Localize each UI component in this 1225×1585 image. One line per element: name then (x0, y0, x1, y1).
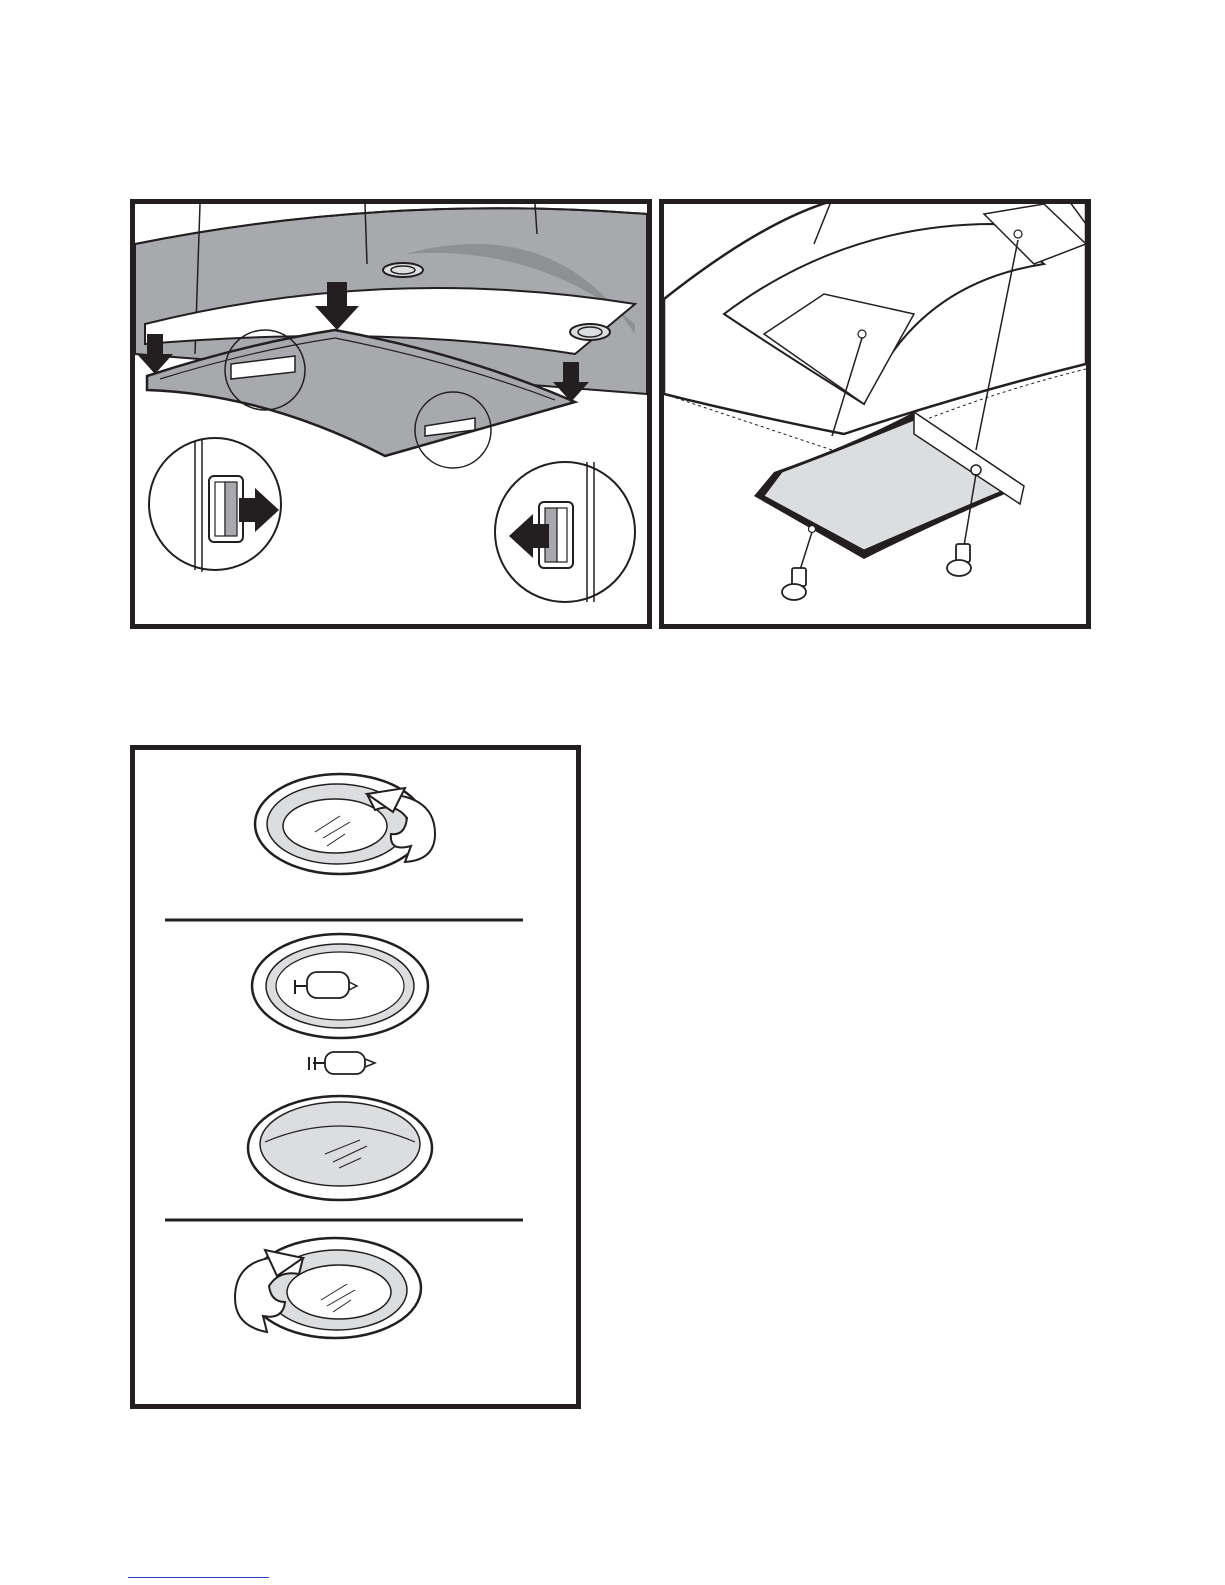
halogen-lamp-socket (252, 934, 428, 1038)
spare-halogen-lamp (309, 1052, 375, 1074)
lamp-cover-screws-illustration (664, 204, 1086, 624)
lamp-cover-removal-figure (659, 199, 1091, 629)
footer-rule (128, 1577, 269, 1578)
lamp-ring-unscrew (255, 774, 435, 874)
filter-removal-figure (130, 199, 652, 629)
filter-panel-removal-illustration (135, 204, 647, 624)
halogen-lamp-replacement-illustration (135, 750, 576, 1404)
lamp-ring-refit (235, 1238, 421, 1338)
lamp-glass-cover (248, 1096, 432, 1200)
lamp-replacement-figure (130, 745, 581, 1409)
